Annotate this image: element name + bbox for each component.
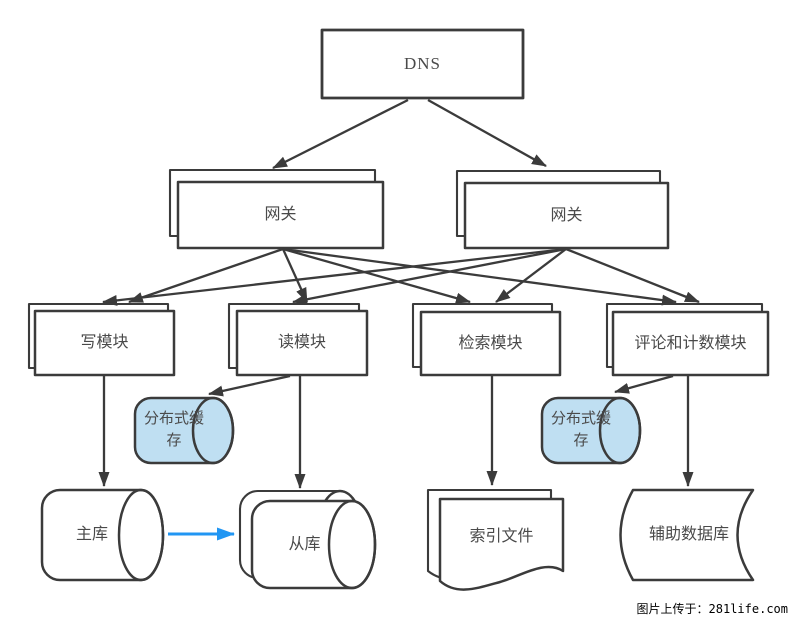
dns-box: [320, 28, 525, 100]
comment-module-box: [605, 302, 770, 377]
arrow-gateway-left-to-search-module: [282, 247, 471, 304]
arrow-dns-to-gateway-right: [427, 98, 547, 168]
cache-right-cylinder: [540, 396, 642, 465]
arrow-dns-to-gateway-left: [272, 98, 409, 170]
cache-left-cylinder: [133, 396, 235, 465]
arrow-gateway-right-to-write-module: [102, 247, 567, 306]
gateway-right-box: [455, 169, 670, 250]
arrow-gateway-right-to-search-module: [495, 248, 567, 303]
index-file-document: [426, 488, 565, 591]
arrow-gateway-right-to-read-module: [292, 247, 567, 305]
arrow-comment-module-to-cache-right: [614, 374, 674, 394]
arrow-gateway-left-to-comment-module: [282, 247, 677, 306]
arrow-gateway-left-to-read-module: [281, 248, 309, 303]
slave-db-cylinder: [238, 489, 377, 590]
search-module-box: [411, 302, 562, 377]
arrow-gateway-right-to-comment-module: [565, 247, 700, 304]
arrow-gateway-left-to-write-module: [128, 247, 284, 304]
arrow-read-module-to-cache-left: [208, 374, 291, 397]
write-module-box: [27, 302, 176, 377]
gateway-left-box: [168, 168, 385, 250]
aux-db-shape: [619, 488, 755, 582]
master-db-cylinder: [40, 488, 165, 582]
read-module-box: [227, 302, 369, 377]
watermark-text: 图片上传于：281life.com: [636, 602, 788, 616]
